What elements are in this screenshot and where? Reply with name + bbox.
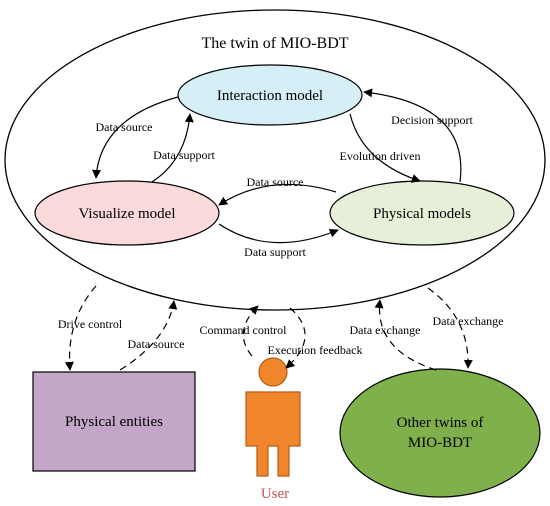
physical-models-node	[329, 180, 515, 246]
label-decision-support: Decision support	[391, 113, 473, 127]
arrow-execution-feedback	[285, 307, 306, 369]
physical-entities-node	[32, 371, 196, 472]
visualize-model-label: Visualize model	[79, 206, 176, 222]
arrow-data-exchange-left	[374, 299, 437, 371]
interaction-model-label: Interaction model	[217, 88, 323, 104]
arrow-decision-support	[363, 88, 462, 183]
arrow-data-source-middle	[218, 183, 337, 206]
label-data-exchange-left: Data exchange	[350, 323, 421, 337]
physical-entities-label: Physical entities	[65, 414, 163, 430]
arrow-evolution-driven	[349, 113, 421, 183]
label-data-source-left: Data source	[96, 120, 153, 134]
label-data-source-middle: Data source	[247, 175, 304, 189]
user-label: User	[261, 486, 289, 502]
interaction-model-node	[177, 64, 363, 126]
label-data-support-left: Data support	[153, 148, 215, 162]
arrow-data-source-entities	[119, 300, 178, 371]
visualize-model-node	[34, 180, 220, 246]
user-icon	[245, 357, 301, 477]
arrow-data-source-left	[92, 96, 179, 179]
other-twins-label-line2: MIO-BDT	[408, 435, 472, 451]
arrow-data-support-left	[151, 113, 194, 183]
physical-models-label: Physical models	[373, 206, 471, 222]
arrow-data-exchange-right	[427, 287, 473, 369]
label-drive-control: Drive control	[58, 317, 123, 331]
label-data-source-entities: Data source	[128, 337, 185, 351]
other-twins-node	[339, 368, 541, 498]
label-command-control: Command control	[200, 323, 288, 337]
arrow-data-support-bottom	[218, 223, 339, 244]
diagram-title: The twin of MIO-BDT	[201, 35, 348, 52]
label-data-exchange-right: Data exchange	[433, 314, 504, 328]
label-evolution-driven: Evolution driven	[340, 149, 421, 163]
label-execution-feedback: Execution feedback	[268, 343, 363, 357]
twin-boundary	[4, 9, 546, 311]
other-twins-label-line1: Other twins of	[397, 415, 484, 431]
arrow-command-control	[242, 305, 259, 357]
label-data-support-bottom: Data support	[244, 245, 306, 259]
